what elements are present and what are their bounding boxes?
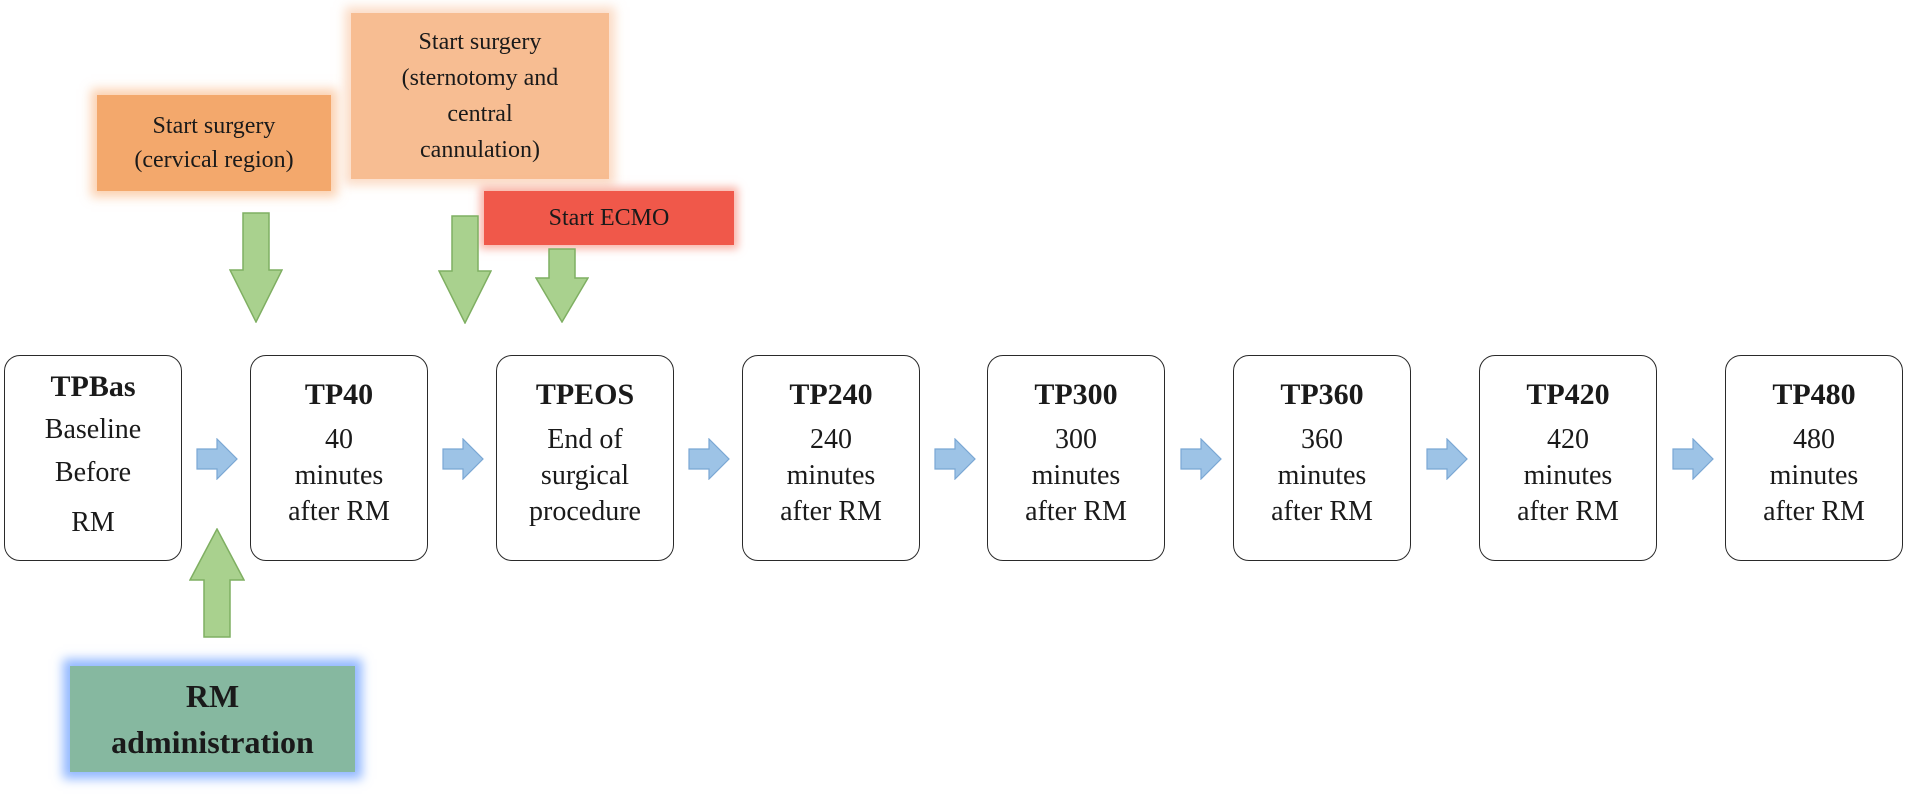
timepoint-tpbas: TPBas Baseline Before RM — [4, 355, 182, 561]
timepoint-desc: 300 minutes after RM — [1025, 424, 1127, 527]
green-down-arrow-sternotomy — [438, 215, 492, 324]
timepoint-tp360: TP360 360 minutes after RM — [1233, 355, 1411, 561]
blue-right-arrow-3 — [688, 438, 730, 480]
timepoint-desc: 40 minutes after RM — [288, 424, 390, 527]
timepoint-code: TP360 — [1280, 378, 1364, 411]
event-label: Start surgery (sternotomy and central ca… — [401, 29, 559, 163]
blue-right-arrow-1 — [196, 438, 238, 480]
event-label: Start ECMO — [548, 204, 670, 231]
timepoint-desc: 360 minutes after RM — [1271, 424, 1373, 527]
timepoint-code: TP300 — [1034, 378, 1118, 411]
timepoint-tp300: TP300 300 minutes after RM — [987, 355, 1165, 561]
green-down-arrow-cervical — [229, 212, 283, 323]
timepoint-tp240: TP240 240 minutes after RM — [742, 355, 920, 561]
timepoint-label: Baseline — [44, 414, 142, 445]
blue-right-arrow-7 — [1672, 438, 1714, 480]
timepoint-code: TP40 — [304, 378, 374, 411]
timepoint-tp420: TP420 420 minutes after RM — [1479, 355, 1657, 561]
timepoint-desc: 240 minutes after RM — [780, 424, 882, 527]
timepoint-tp480: TP480 480 minutes after RM — [1725, 355, 1903, 561]
timepoint-tpeos: TPEOS End of surgical procedure — [496, 355, 674, 561]
timepoint-desc: End of surgical procedure — [529, 424, 641, 527]
green-down-arrow-ecmo — [535, 248, 589, 323]
blue-right-arrow-4 — [934, 438, 976, 480]
event-rm-administration: RM administration — [70, 666, 355, 772]
timepoint-code: TPEOS — [535, 378, 635, 411]
event-start-surgery-cervical: Start surgery (cervical region) — [97, 95, 331, 191]
timepoint-code: TP480 — [1772, 378, 1856, 411]
timepoint-code: TP240 — [789, 378, 873, 411]
blue-right-arrow-6 — [1426, 438, 1468, 480]
timepoint-desc: Before RM — [54, 457, 132, 538]
green-up-arrow-rm — [189, 528, 245, 638]
timepoint-code: TPBas — [50, 370, 136, 403]
timepoint-desc: 480 minutes after RM — [1763, 424, 1865, 527]
timepoint-code: TP420 — [1526, 378, 1610, 411]
event-start-ecmo: Start ECMO — [484, 191, 734, 245]
event-label: Start surgery (cervical region) — [134, 113, 294, 173]
event-label: RM administration — [111, 678, 314, 760]
timepoint-tp40: TP40 40 minutes after RM — [250, 355, 428, 561]
timepoint-desc: 420 minutes after RM — [1517, 424, 1619, 527]
event-start-surgery-sternotomy: Start surgery (sternotomy and central ca… — [351, 13, 609, 179]
blue-right-arrow-2 — [442, 438, 484, 480]
blue-right-arrow-5 — [1180, 438, 1222, 480]
